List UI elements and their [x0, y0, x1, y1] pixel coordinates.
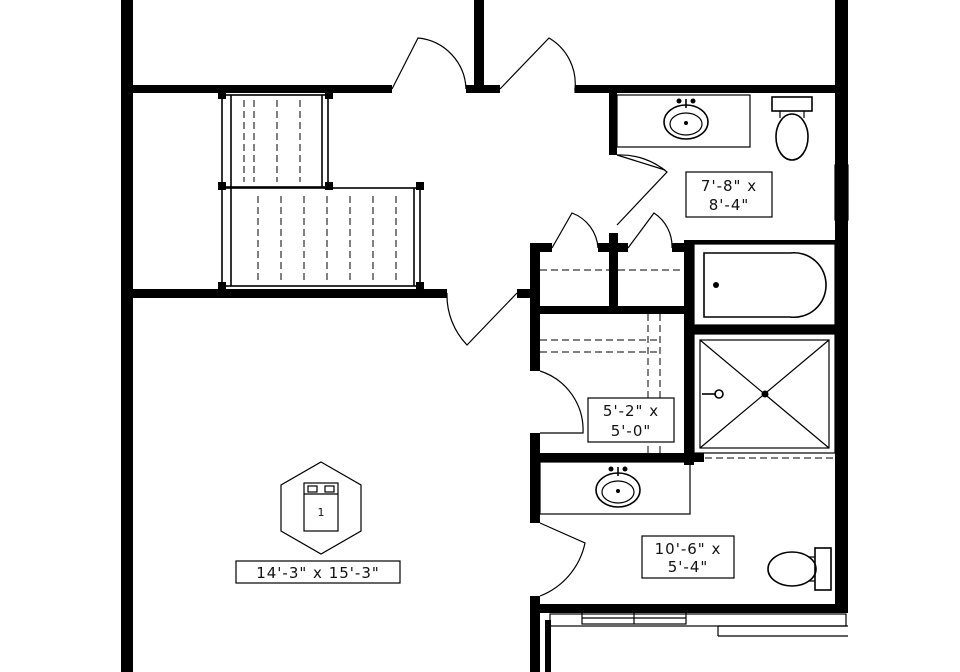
toilet-tank-2	[814, 547, 832, 591]
closet-lower-left-wall	[530, 433, 540, 523]
walk-in-bottom-wall	[530, 453, 690, 462]
bath2-left-wall-lower	[530, 596, 540, 672]
bedroom-door-jamb	[517, 289, 537, 298]
room-label-closet: 5'-2" x 5'-0"	[587, 397, 675, 443]
vanity-counter	[616, 94, 751, 148]
bath1-dim-line1: 7'-8" x	[701, 177, 757, 195]
bedroom-hexagon	[280, 461, 362, 555]
bed-icon	[303, 482, 339, 532]
bath2-fixtures	[539, 461, 832, 625]
walls	[121, 0, 848, 672]
upper-door-jamb	[466, 85, 500, 93]
toilet-tank	[771, 96, 813, 112]
closet-door-jamb-right	[672, 243, 694, 252]
room-label-bath1: 7'-8" x 8'-4"	[685, 171, 773, 218]
shower	[693, 333, 836, 459]
doors	[391, 37, 673, 597]
bath2-lower-inner-wall	[545, 620, 551, 672]
bedroom-number: 1	[318, 506, 325, 519]
bath1-left-wall	[609, 93, 617, 155]
closet-door-jamb-mid	[598, 243, 628, 252]
bath2-bottom-wall	[530, 604, 848, 613]
bathtub-icon	[693, 243, 836, 326]
bath1-fixtures	[616, 94, 836, 326]
closet-divider-wall	[609, 233, 618, 307]
closet-right-wall	[684, 243, 694, 465]
tub-shower-wall	[684, 325, 845, 334]
closet-dim-line1: 5'-2" x	[603, 402, 659, 420]
upper-right-room-wall	[575, 85, 845, 93]
staircase	[218, 93, 424, 290]
closet-shelf-wall	[530, 306, 694, 314]
bath2-dim-line1: 10'-6" x	[655, 540, 722, 558]
toilet-icon-2	[767, 551, 817, 587]
bath2-dim-line2: 5'-4"	[668, 558, 709, 576]
room-label-bath2: 10'-6" x 5'-4"	[641, 535, 735, 579]
room-label-bedroom: 14'-3" x 15'-3"	[235, 560, 401, 584]
stair-bedroom-wall	[121, 289, 447, 298]
closet-door-jamb-left	[530, 243, 552, 252]
shower-icon	[693, 333, 836, 454]
vanity-counter-2	[539, 461, 691, 515]
left-exterior-wall	[121, 0, 133, 672]
toilet-icon	[775, 113, 809, 161]
upper-left-room-wall	[121, 85, 392, 93]
right-exterior-wall	[835, 0, 848, 612]
bedroom-dims: 14'-3" x 15'-3"	[256, 564, 380, 582]
upper-divider-wall	[474, 0, 484, 92]
closet-dim-line2: 5'-0"	[611, 422, 652, 440]
bedroom-tag: 1	[280, 461, 362, 555]
tub-top-wall	[684, 240, 845, 244]
bath1-dim-line2: 8'-4"	[709, 196, 750, 214]
